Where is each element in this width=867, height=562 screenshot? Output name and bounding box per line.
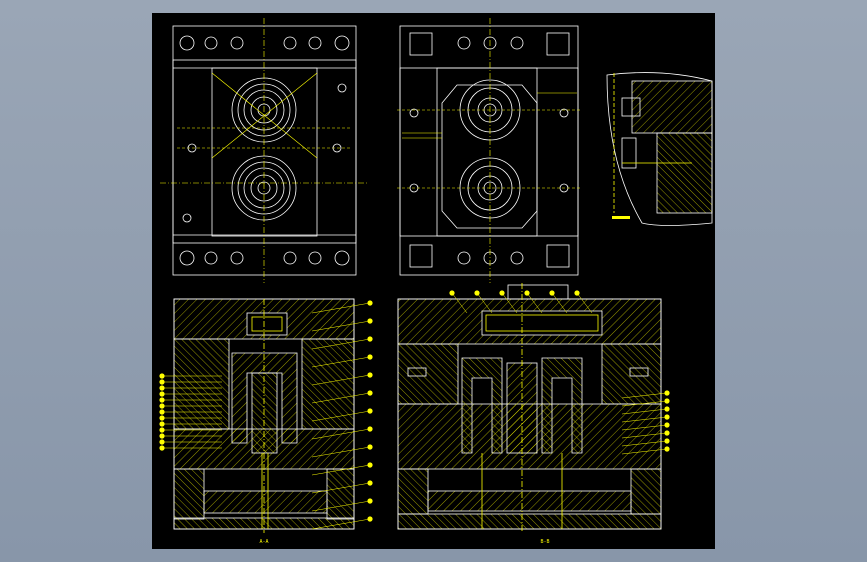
part-balloon-left-l21 [159, 433, 165, 439]
part-balloon-right-r12 [664, 438, 670, 444]
part-balloon-left-r22 [367, 498, 373, 504]
balloon-group-left [159, 300, 373, 530]
caption-b-text: B-B [540, 539, 549, 545]
part-balloon-left-l7 [159, 391, 165, 397]
caption-a-text: A-A [259, 539, 268, 545]
part-balloon-left-r8 [367, 372, 373, 378]
part-balloon-right-r10 [664, 422, 670, 428]
part-balloon-left-r16 [367, 444, 373, 450]
part-balloon-left-l17 [159, 421, 165, 427]
part-balloon-left-r4 [367, 336, 373, 342]
part-balloon-right-t4-leader [551, 292, 568, 314]
part-balloon-left-r14 [367, 426, 373, 432]
part-balloon-left-r6-leader [311, 356, 371, 368]
part-balloon-left-l11 [159, 403, 165, 409]
part-balloon-left-l19 [159, 427, 165, 433]
part-balloon-right-r8 [664, 406, 670, 412]
part-balloon-left-r0-leader [311, 302, 371, 314]
part-balloon-right-r9 [664, 414, 670, 420]
part-balloon-left-l1 [159, 373, 165, 379]
part-balloon-left-l9 [159, 397, 165, 403]
part-balloon-right-t3-leader [526, 292, 543, 314]
part-balloon-left-r2 [367, 318, 373, 324]
part-balloon-left-r2-leader [311, 320, 371, 332]
section-caption-a: A-A [259, 539, 268, 545]
section-caption-b: B-B [540, 539, 549, 545]
part-balloon-left-r24 [367, 516, 373, 522]
part-balloon-right-t1 [474, 290, 480, 296]
part-balloon-left-r16-leader [311, 446, 371, 458]
part-balloon-left-r20-leader [311, 482, 371, 494]
part-balloon-right-r9-leader [621, 416, 668, 423]
part-balloon-right-r6 [664, 390, 670, 396]
part-balloon-right-t5 [574, 290, 580, 296]
part-balloon-left-l25 [159, 445, 165, 451]
part-balloon-right-t2-leader [501, 292, 518, 314]
part-balloon-right-r6-leader [621, 392, 668, 399]
drawing-sheet: A-A B-B [152, 13, 715, 549]
part-balloon-right-t0 [449, 290, 455, 296]
part-balloon-left-r18 [367, 462, 373, 468]
part-balloon-right-t3 [524, 290, 530, 296]
part-balloon-left-l13 [159, 409, 165, 415]
part-balloon-left-r18-leader [311, 464, 371, 476]
top-left-plan-view [160, 18, 367, 283]
part-balloon-right-t2 [499, 290, 505, 296]
part-balloon-left-l15 [159, 415, 165, 421]
part-balloon-left-r12-leader [311, 410, 371, 422]
part-balloon-right-r12-leader [621, 440, 668, 447]
part-balloon-right-t1-leader [476, 292, 493, 314]
part-balloon-left-r4-leader [311, 338, 371, 350]
part-balloon-right-r7 [664, 398, 670, 404]
part-balloon-right-t4 [549, 290, 555, 296]
part-balloon-right-r7-leader [621, 400, 668, 407]
part-balloon-left-r20 [367, 480, 373, 486]
part-balloon-left-r6 [367, 354, 373, 360]
part-balloon-left-r12 [367, 408, 373, 414]
part-balloon-left-r0 [367, 300, 373, 306]
part-balloon-left-r22-leader [311, 500, 371, 512]
part-balloon-left-r10 [367, 390, 373, 396]
part-balloon-left-l5 [159, 385, 165, 391]
part-balloon-right-r11-leader [621, 432, 668, 439]
part-balloon-right-r8-leader [621, 408, 668, 415]
part-balloon-left-r14-leader [311, 428, 371, 440]
part-balloon-left-l3 [159, 379, 165, 385]
part-balloon-left-r8-leader [311, 374, 371, 386]
detail-view [606, 72, 713, 226]
top-middle-plan-view [397, 18, 582, 283]
part-balloon-right-t5-leader [576, 292, 593, 314]
section-view-b [397, 283, 662, 533]
section-view-a [173, 298, 355, 533]
part-balloon-right-r13 [664, 446, 670, 452]
part-balloon-right-r13-leader [621, 448, 668, 455]
part-balloon-right-r10-leader [621, 424, 668, 431]
balloon-group-right [449, 290, 670, 455]
part-balloon-right-t0-leader [451, 292, 468, 314]
part-balloon-left-r24-leader [311, 518, 371, 530]
part-balloon-right-r11 [664, 430, 670, 436]
part-balloon-left-r10-leader [311, 392, 371, 404]
part-balloon-left-l23 [159, 439, 165, 445]
cad-drawing: A-A B-B [159, 18, 713, 545]
